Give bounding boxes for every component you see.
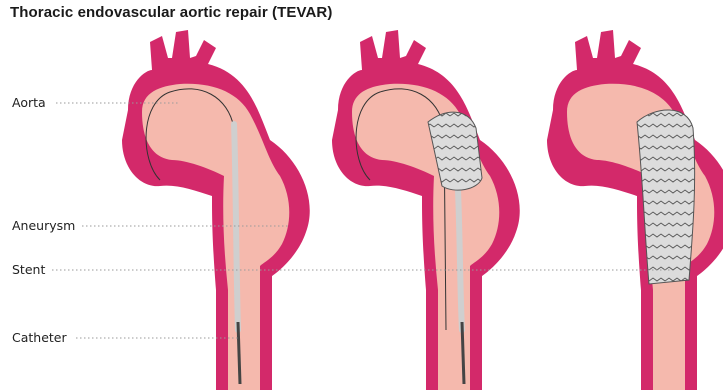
catheter-shaft [462, 322, 464, 384]
aorta-stage-deployed [547, 30, 723, 390]
catheter [458, 190, 462, 330]
label-aorta-text: Aorta [12, 95, 46, 110]
label-aneurysm-text: Aneurysm [12, 218, 75, 233]
label-stent: Stent [12, 262, 670, 277]
catheter-shaft [238, 322, 240, 384]
label-catheter-text: Catheter [12, 330, 67, 345]
aorta-stage-deploying [332, 30, 520, 390]
label-catheter: Catheter [12, 330, 238, 345]
label-stent-text: Stent [12, 262, 45, 277]
catheter [234, 124, 238, 330]
aorta-stage-catheter [122, 30, 310, 390]
